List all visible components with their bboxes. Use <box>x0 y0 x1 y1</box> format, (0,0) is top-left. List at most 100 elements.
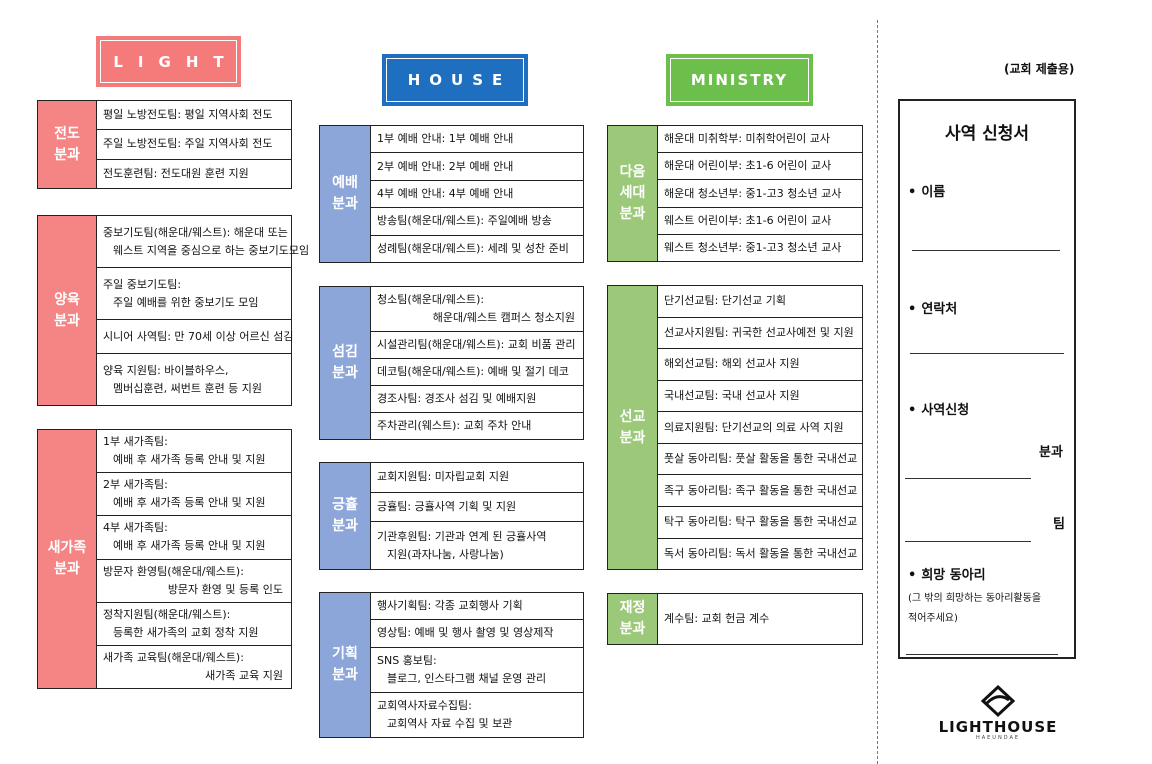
team-item: 웨스트 청소년부: 중1-고3 청소년 교사 <box>658 235 862 261</box>
team-name: 긍휼팀: 긍휼사역 기획 및 지원 <box>377 500 517 513</box>
dept-label: 전도 분과 <box>38 101 97 188</box>
team-item: 시니어 사역팀: 만 70세 이상 어르신 섬김 <box>97 320 293 354</box>
dept-label: 긍휼 분과 <box>320 463 371 569</box>
team-list: 계수팀: 교회 헌금 계수 <box>658 594 862 644</box>
team-name: 족구 동아리팀: 족구 활동을 통한 국내선교 <box>664 483 858 497</box>
team-item: 방문자 환영팀(해운대/웨스트): 방문자 환영 및 등록 인도 <box>97 560 291 603</box>
team-name: SNS 홍보팀: <box>377 653 437 667</box>
dept-label: 양육 분과 <box>38 216 97 405</box>
dept-label: 다음 세대 분과 <box>608 126 658 261</box>
team-description: 방문자 환영 및 등록 인도 <box>167 582 283 596</box>
club-field[interactable] <box>906 654 1058 655</box>
name-label-text: 이름 <box>921 185 946 200</box>
house-header-text: HOUSE <box>386 58 524 102</box>
team-name: 정착지원팀(해운대/웨스트): <box>103 607 231 621</box>
team-item: SNS 홍보팀: 블로그, 인스타그램 채널 운영 관리 <box>371 648 583 693</box>
team-name: 1부 새가족팀: <box>103 435 168 449</box>
form-title: 사역 신청서 <box>944 124 1030 144</box>
team-name: 청소팀(해운대/웨스트): <box>377 293 485 306</box>
team-item: 국내선교팀: 국내 선교사 지원 <box>658 381 862 413</box>
dept-label: 재정 분과 <box>608 594 658 644</box>
apply-label-text: 사역신청 <box>921 403 970 418</box>
name-field-label: •이름 <box>908 185 946 200</box>
ministry-header: MINISTRY <box>666 54 813 106</box>
team-item: 계수팀: 교회 헌금 계수 <box>658 594 862 644</box>
team-name: 1부 예배 안내: 1부 예배 안내 <box>377 132 514 146</box>
team-item: 해운대 어린이부: 초1-6 어린이 교사 <box>658 153 862 181</box>
team-item: 의료지원팀: 단기선교의 의료 사역 지원 <box>658 412 862 444</box>
team-name: 독서 동아리팀: 독서 활동을 통한 국내선교 <box>664 546 858 560</box>
team-item: 주일 중보기도팀:주일 예배를 위한 중보기도 모임 <box>97 268 291 320</box>
team-name: 4부 새가족팀: <box>103 521 168 535</box>
team-item: 선교사지원팀: 귀국한 선교사예전 및 지원 <box>658 318 862 350</box>
team-name: 선교사지원팀: 귀국한 선교사예전 및 지원 <box>664 325 854 339</box>
submission-note: (교회 제출용) <box>1004 62 1075 76</box>
team-item: 교회지원팀: 미자립교회 지원 <box>371 463 583 493</box>
team-name: 기관후원팀: 기관과 연계 된 긍휼사역 <box>377 529 547 543</box>
club-field-label: •희망 동아리 <box>908 568 986 583</box>
team-item: 풋살 동아리팀: 풋살 활동을 통한 국내선교 <box>658 444 862 476</box>
team-description: 멤버십훈련, 써번트 훈련 등 지원 <box>113 381 263 395</box>
team-item: 양육 지원팀: 바이블하우스, 멤버십훈련, 써번트 훈련 등 지원 <box>97 354 291 405</box>
team-name: 2부 새가족팀: <box>103 478 168 492</box>
club-note-line-2: 적어주세요) <box>908 613 958 624</box>
team-name: 웨스트 청소년부: 중1-고3 청소년 교사 <box>664 240 842 254</box>
team-item: 1부 예배 안내: 1부 예배 안내 <box>371 126 583 154</box>
club-note: (그 밖의 희망하는 동아리활동을 적어주세요) <box>908 589 1041 629</box>
dept-label: 섬김 분과 <box>320 287 371 439</box>
dept-field[interactable] <box>905 478 1031 479</box>
team-name: 주차관리(웨스트): 교회 주차 안내 <box>377 419 532 432</box>
team-name: 방문자 환영팀(해운대/웨스트): <box>103 564 244 578</box>
team-item: 2부 새가족팀:예배 후 새가족 등록 안내 및 지원 <box>97 473 291 517</box>
team-name: 전도훈련팀: 전도대원 훈련 지원 <box>103 166 249 180</box>
contact-field[interactable] <box>910 353 1064 354</box>
team-item: 방송팀(해운대/웨스트): 주일예배 방송 <box>371 208 583 236</box>
team-item: 1부 새가족팀:예배 후 새가족 등록 안내 및 지원 <box>97 430 291 474</box>
team-name: 행사기획팀: 각종 교회행사 기획 <box>377 599 523 613</box>
team-name: 계수팀: 교회 헌금 계수 <box>664 612 770 625</box>
ministry-header-text: MINISTRY <box>670 58 809 102</box>
team-field[interactable] <box>905 541 1031 542</box>
team-name: 국내선교팀: 국내 선교사 지원 <box>664 388 800 402</box>
team-item: 영상팀: 예배 및 행사 촬영 및 영상제작 <box>371 620 583 648</box>
team-description: 새가족 교육 지원 <box>205 668 283 682</box>
apply-field-label: •사역신청 <box>908 403 970 418</box>
logo-subtitle: HAEUNDAE <box>975 735 1021 741</box>
team-name: 해운대 어린이부: 초1-6 어린이 교사 <box>664 159 832 173</box>
light-header: LIGHT <box>96 36 241 87</box>
application-form: 사역 신청서 •이름 •연락처 •사역신청 분과 팀 •희망 동아리 (그 밖의… <box>898 99 1076 659</box>
team-name: 양육 지원팀: 바이블하우스, <box>103 363 229 377</box>
team-item: 새가족 교육팀(해운대/웨스트):새가족 교육 지원 <box>97 646 291 688</box>
team-name: 2부 예배 안내: 2부 예배 안내 <box>377 159 514 173</box>
team-name: 중보기도팀(해운대/웨스트): 해운대 또는 <box>103 225 288 239</box>
team-item: 행사기획팀: 각종 교회행사 기획 <box>371 593 583 621</box>
team-description: 블로그, 인스타그램 채널 운영 관리 <box>387 671 547 685</box>
team-name: 풋살 동아리팀: 풋살 활동을 통한 국내선교 <box>664 452 858 466</box>
team-name: 교회역사자료수집팀: <box>377 698 472 712</box>
team-description: 해운대/웨스트 캠퍼스 청소지원 <box>432 311 575 324</box>
team-name: 데코팀(해운대/웨스트): 예배 및 절기 데코 <box>377 365 569 378</box>
team-name: 시설관리팀(해운대/웨스트): 교회 비품 관리 <box>377 338 576 351</box>
team-name: 의료지원팀: 단기선교의 의료 사역 지원 <box>664 420 844 434</box>
dept-label: 새가족 분과 <box>38 430 97 688</box>
name-field[interactable] <box>912 250 1060 251</box>
dept-suffix: 분과 <box>1039 445 1063 460</box>
contact-field-label: •연락처 <box>908 302 958 317</box>
team-item: 웨스트 어린이부: 초1-6 어린이 교사 <box>658 208 862 235</box>
team-name: 교회지원팀: 미자립교회 지원 <box>377 470 510 484</box>
team-name: 방송팀(해운대/웨스트): 주일예배 방송 <box>377 214 552 228</box>
team-description: 예배 후 새가족 등록 안내 및 지원 <box>113 539 266 553</box>
team-item: 전도훈련팀: 전도대원 훈련 지원 <box>97 160 291 188</box>
team-item: 청소팀(해운대/웨스트): 해운대/웨스트 캠퍼스 청소지원 <box>371 287 583 332</box>
